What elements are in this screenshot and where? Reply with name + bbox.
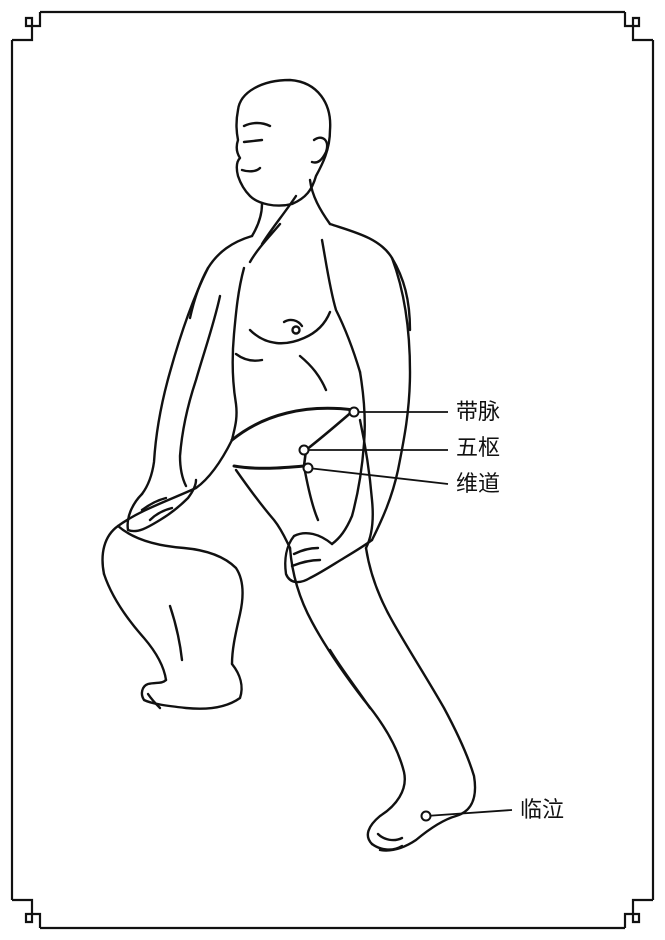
label-daimai: 带脉 — [456, 402, 500, 424]
marker-weidao — [304, 464, 313, 473]
marker-daimai — [350, 408, 359, 417]
figure-outline — [103, 80, 475, 851]
leader-line-linqi — [426, 810, 512, 816]
marker-wushu — [300, 446, 309, 455]
leader-line-weidao — [308, 468, 448, 484]
label-linqi: 临泣 — [520, 800, 564, 822]
marker-linqi — [422, 812, 431, 821]
label-wushu: 五枢 — [456, 438, 500, 460]
label-weidao: 维道 — [456, 474, 500, 496]
